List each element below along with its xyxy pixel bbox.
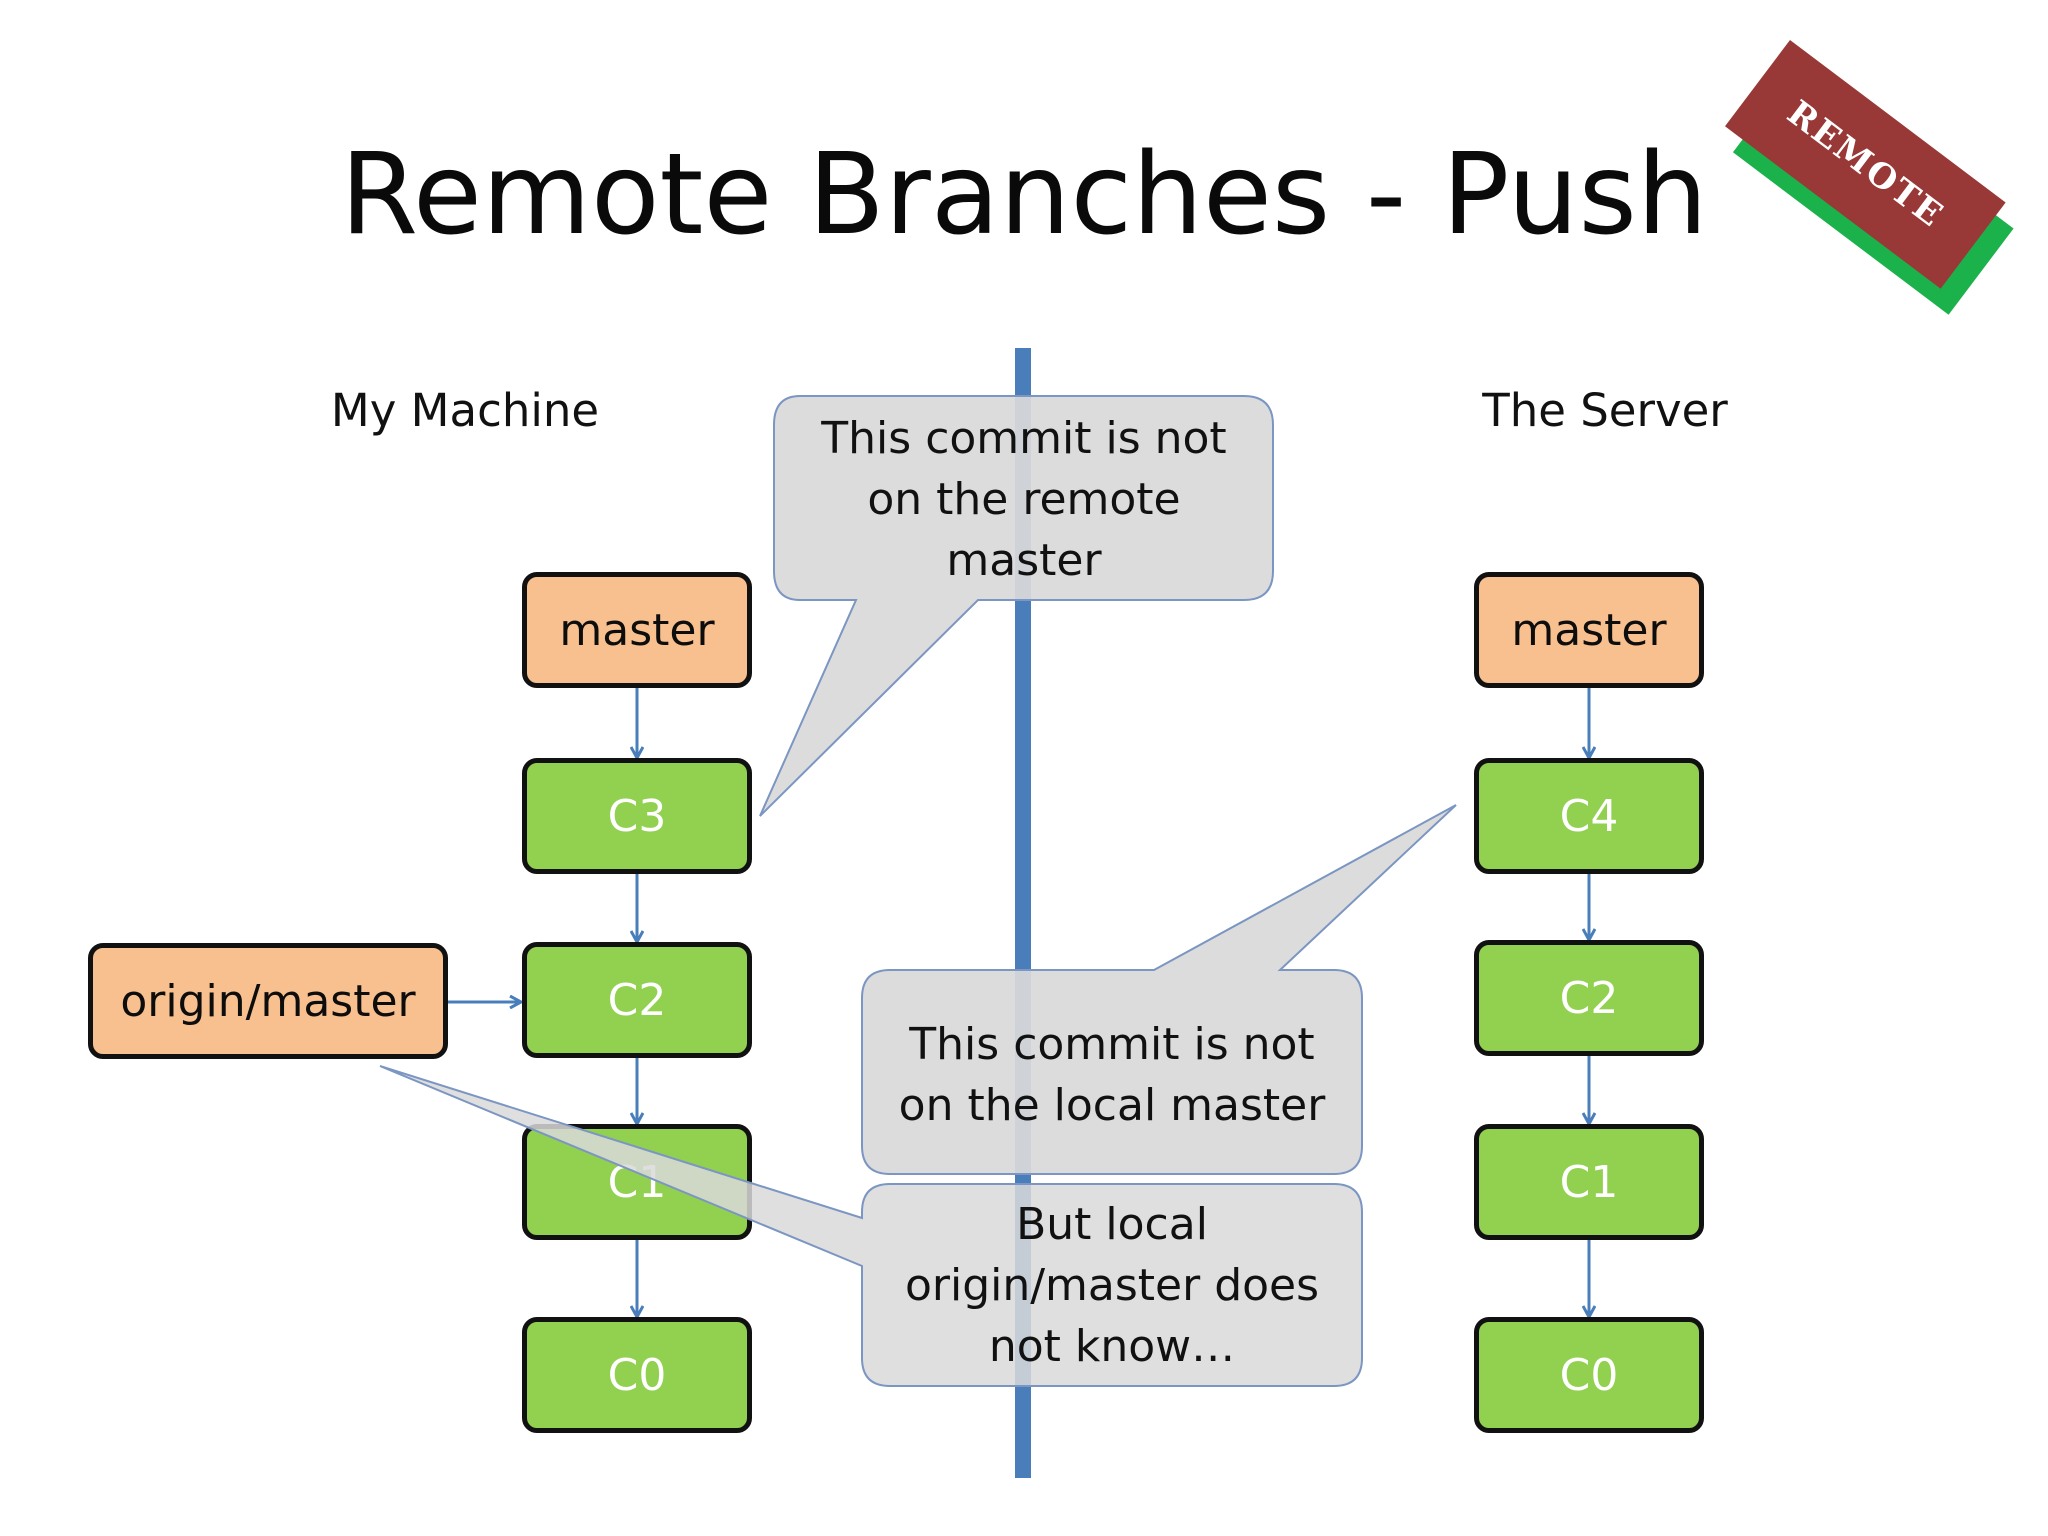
page-title: Remote Branches - Push (340, 130, 1708, 260)
callout-top-line-2: on the remote (867, 474, 1181, 525)
callout-middle-line-1: This commit is not (909, 1019, 1315, 1070)
label-my-machine: My Machine (330, 384, 600, 437)
callout-middle-text: This commit is not on the local master (862, 1014, 1362, 1136)
local-master-branch: master (522, 572, 752, 688)
local-commit-c2: C2 (522, 942, 752, 1058)
server-commit-c4: C4 (1474, 758, 1704, 874)
server-master-branch: master (1474, 572, 1704, 688)
callout-bottom-line-3: not know… (988, 1321, 1236, 1372)
local-commit-c3: C3 (522, 758, 752, 874)
server-commit-c1: C1 (1474, 1124, 1704, 1240)
callout-top-bubble (759, 395, 1274, 817)
callout-top-text: This commit is not on the remote master (774, 408, 1274, 591)
label-the-server: The Server (1482, 384, 1728, 437)
callout-bottom-line-1: But local (1016, 1199, 1208, 1250)
local-commit-c0: C0 (522, 1317, 752, 1433)
local-arrows (447, 688, 637, 1317)
callout-bottom-text: But local origin/master does not know… (862, 1194, 1362, 1377)
callout-bottom-bubble (379, 1065, 1363, 1387)
callout-top-line-1: This commit is not (821, 413, 1227, 464)
callout-middle-line-2: on the local master (898, 1080, 1326, 1131)
server-commit-c0: C0 (1474, 1317, 1704, 1433)
server-commit-c2: C2 (1474, 940, 1704, 1056)
callout-top-line-3: master (946, 535, 1102, 586)
callout-middle-bubble (861, 804, 1457, 1175)
local-commit-c1: C1 (522, 1124, 752, 1240)
local-origin-master-branch: origin/master (88, 943, 448, 1059)
callout-bottom-line-2: origin/master does (904, 1260, 1320, 1311)
